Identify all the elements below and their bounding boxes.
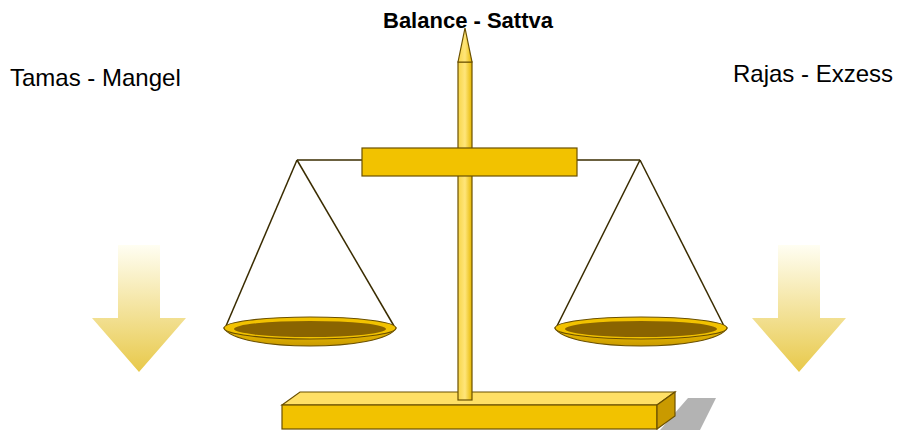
down-arrow	[752, 245, 846, 372]
side-label: Rajas - Exzess	[733, 60, 893, 88]
side-label: Tamas - Mangel	[10, 64, 181, 92]
scale-base	[282, 392, 675, 429]
left-pan	[224, 317, 396, 346]
chains	[226, 160, 724, 326]
down-arrow	[92, 245, 186, 372]
right-pan	[555, 317, 727, 346]
scale-beam	[362, 148, 577, 176]
scale-pole	[458, 28, 472, 400]
heading: Balance - Sattva	[383, 8, 553, 34]
